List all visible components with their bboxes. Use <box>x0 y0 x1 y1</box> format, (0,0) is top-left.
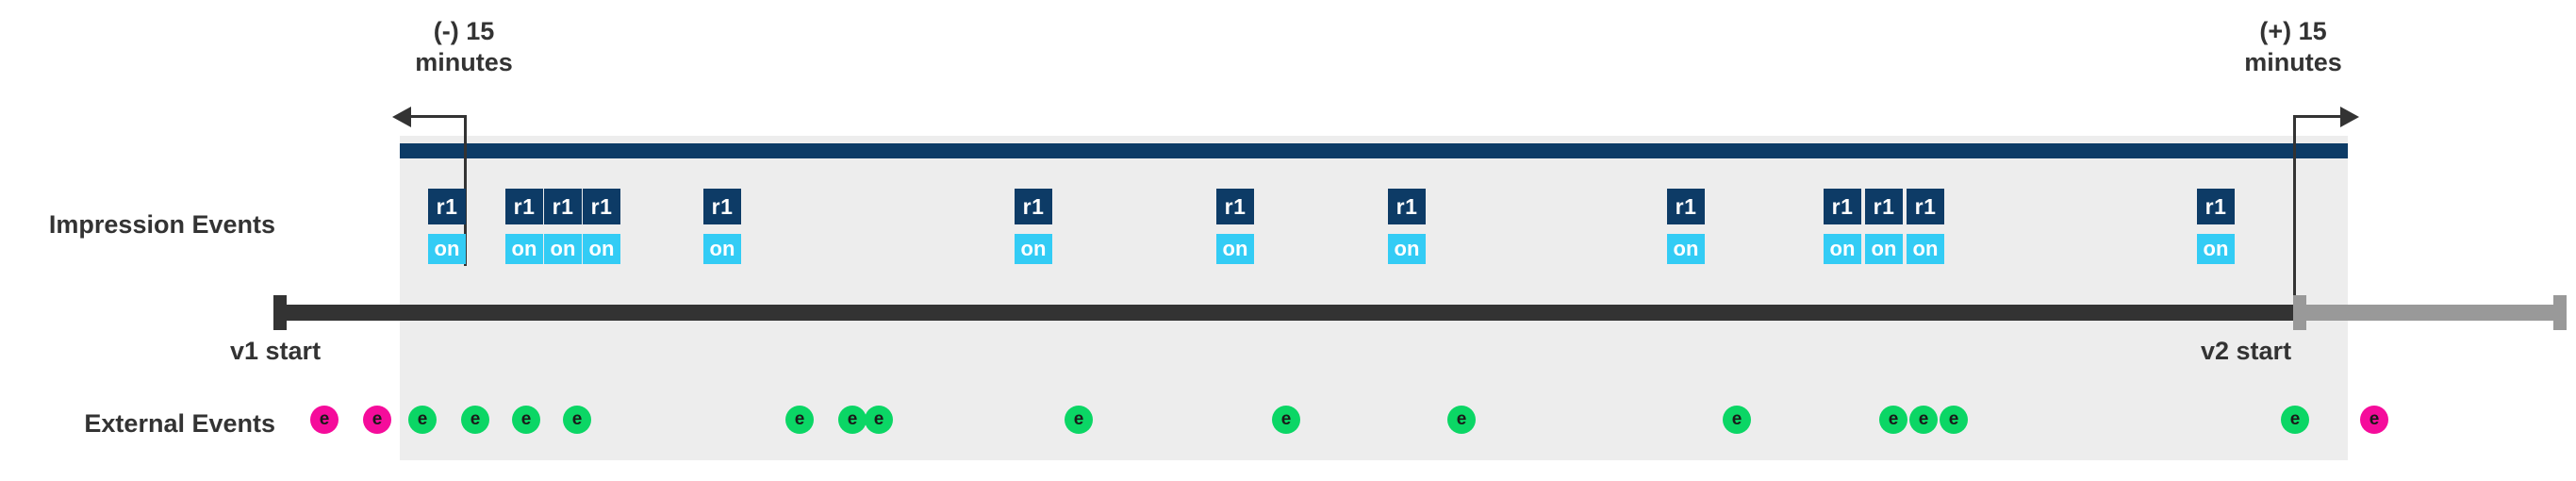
callout-left-line1: (-) 15 <box>433 17 495 45</box>
impression-state-badge: on <box>505 234 543 264</box>
external-event-in-window[interactable]: e <box>838 406 867 434</box>
axis-cap-end <box>2553 295 2567 330</box>
impression-rule-badge: r1 <box>544 189 582 224</box>
axis-label-v1-start: v1 start <box>230 337 322 365</box>
external-event-in-window[interactable]: e <box>1065 406 1093 434</box>
external-event-in-window[interactable]: e <box>1272 406 1300 434</box>
external-event-out-of-window[interactable]: e <box>363 406 391 434</box>
external-event-in-window[interactable]: e <box>461 406 489 434</box>
arrow-right-icon <box>2340 107 2359 127</box>
external-event-out-of-window[interactable]: e <box>2360 406 2388 434</box>
impression-event[interactable]: r1 on <box>703 189 741 264</box>
callout-right-line1: (+) 15 <box>2259 17 2327 45</box>
impression-state-badge: on <box>1216 234 1254 264</box>
active-window-band <box>400 136 2348 460</box>
impression-event[interactable]: r1 on <box>1865 189 1903 264</box>
impression-event[interactable]: r1 on <box>1015 189 1052 264</box>
external-event-in-window[interactable]: e <box>1909 406 1938 434</box>
impression-rule-badge: r1 <box>1865 189 1903 224</box>
external-event-in-window[interactable]: e <box>1447 406 1476 434</box>
callout-right-dropline <box>2293 115 2296 313</box>
external-event-in-window[interactable]: e <box>563 406 591 434</box>
impression-state-badge: on <box>1907 234 1944 264</box>
row-label-impression-events: Impression Events <box>48 210 275 239</box>
impression-event[interactable]: r1 on <box>428 189 466 264</box>
impression-event[interactable]: r1 on <box>1907 189 1944 264</box>
callout-right-line2: minutes <box>2244 47 2342 76</box>
callout-left-line2: minutes <box>415 47 513 76</box>
external-event-in-window[interactable]: e <box>1723 406 1751 434</box>
impression-rule-badge: r1 <box>583 189 620 224</box>
axis-cap-start <box>273 295 287 330</box>
external-event-in-window[interactable]: e <box>1879 406 1907 434</box>
external-event-out-of-window[interactable]: e <box>310 406 339 434</box>
impression-state-badge: on <box>544 234 582 264</box>
external-event-in-window[interactable]: e <box>865 406 893 434</box>
impression-rule-badge: r1 <box>703 189 741 224</box>
external-event-in-window[interactable]: e <box>512 406 540 434</box>
axis-cap-v2-start <box>2293 295 2306 330</box>
impression-state-badge: on <box>1824 234 1861 264</box>
impression-rule-badge: r1 <box>428 189 466 224</box>
version-rail <box>400 143 2348 158</box>
impression-event[interactable]: r1 on <box>1667 189 1705 264</box>
arrow-left-icon <box>392 107 411 127</box>
impression-state-badge: on <box>1865 234 1903 264</box>
row-label-external-events: External Events <box>84 409 275 438</box>
callout-minus-15-minutes: (-) 15 minutes <box>374 16 553 78</box>
impression-event[interactable]: r1 on <box>1388 189 1426 264</box>
impression-rule-badge: r1 <box>1388 189 1426 224</box>
impression-rule-badge: r1 <box>1015 189 1052 224</box>
impression-event[interactable]: r1 on <box>505 189 543 264</box>
axis-label-v2-start: v2 start <box>2201 337 2292 365</box>
callout-plus-15-minutes: (+) 15 minutes <box>2204 16 2383 78</box>
impression-state-badge: on <box>428 234 466 264</box>
impression-rule-badge: r1 <box>1824 189 1861 224</box>
impression-rule-badge: r1 <box>2197 189 2235 224</box>
impression-rule-badge: r1 <box>505 189 543 224</box>
external-event-in-window[interactable]: e <box>408 406 437 434</box>
external-event-in-window[interactable]: e <box>2281 406 2309 434</box>
impression-state-badge: on <box>583 234 620 264</box>
timeline-axis-v2 <box>2293 305 2565 321</box>
impression-state-badge: on <box>2197 234 2235 264</box>
impression-rule-badge: r1 <box>1907 189 1944 224</box>
timeline-axis-v1 <box>285 305 2293 321</box>
callout-right-connector <box>2293 115 2342 118</box>
impression-state-badge: on <box>1015 234 1052 264</box>
impression-state-badge: on <box>1388 234 1426 264</box>
impression-state-badge: on <box>703 234 741 264</box>
impression-event[interactable]: r1 on <box>1824 189 1861 264</box>
impression-rule-badge: r1 <box>1216 189 1254 224</box>
impression-state-badge: on <box>1667 234 1705 264</box>
impression-event[interactable]: r1 on <box>583 189 620 264</box>
external-event-in-window[interactable]: e <box>1940 406 1968 434</box>
external-event-in-window[interactable]: e <box>785 406 814 434</box>
impression-event[interactable]: r1 on <box>1216 189 1254 264</box>
impression-rule-badge: r1 <box>1667 189 1705 224</box>
impression-event[interactable]: r1 on <box>2197 189 2235 264</box>
callout-left-connector <box>407 115 466 118</box>
impression-event[interactable]: r1 on <box>544 189 582 264</box>
